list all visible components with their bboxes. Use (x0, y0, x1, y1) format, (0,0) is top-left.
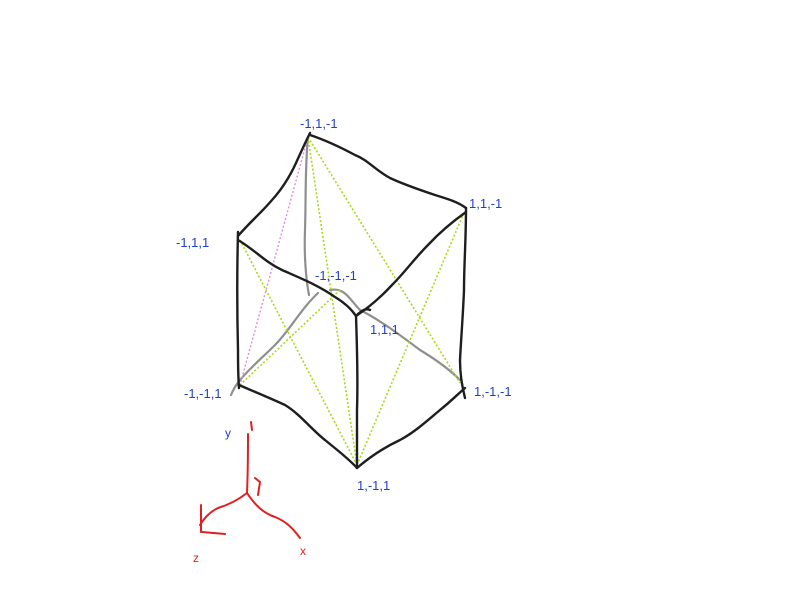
z-axis-tick (200, 504, 226, 535)
hidden-edge-back-to-lower-right (328, 288, 462, 382)
vertex-label-lower-left: -1,-1,1 (184, 386, 222, 401)
vertex-label-upper-right: 1,1,-1 (469, 196, 502, 211)
vertex-label-front-center: 1,1,1 (370, 322, 399, 337)
edge-front-notch (354, 308, 372, 318)
vertex-label-back-center: -1,-1,-1 (315, 268, 357, 283)
edge-upper-right-to-front (354, 210, 468, 318)
vertex-label-top: -1,1,-1 (300, 116, 338, 131)
y-axis-line (246, 433, 249, 494)
axes-gizmo: y x z (193, 421, 306, 565)
axis-origin-mark (254, 477, 261, 496)
hidden-edge-back-to-lower-left (229, 291, 320, 397)
vertex-labels: -1,1,-1 -1,1,1 1,1,-1 -1,-1,-1 1,1,1 -1,… (176, 116, 512, 493)
x-axis-line (246, 492, 301, 539)
diagonal-top-to-lower-left (239, 136, 309, 386)
y-axis-label: y (225, 426, 231, 440)
edge-top-to-upper-right (308, 133, 468, 210)
face-diagonals (239, 136, 464, 466)
z-axis-line (199, 492, 248, 526)
x-axis-label: x (300, 544, 306, 558)
diagonal-bottom-to-upper-right (356, 214, 464, 466)
vertex-label-bottom: 1,-1,1 (357, 478, 390, 493)
edge-upper-left-vertical (236, 230, 241, 390)
edge-upper-left-to-top (236, 131, 312, 238)
diagonal-top-to-bottom (307, 136, 358, 466)
vertex-label-upper-left: -1,1,1 (176, 235, 209, 250)
edge-upper-right-vertical (458, 206, 468, 400)
y-axis-tick (250, 421, 253, 431)
edge-bottom-to-lower-right (355, 386, 467, 470)
vertex-label-lower-right: 1,-1,-1 (474, 384, 512, 399)
z-axis-label: z (193, 551, 199, 565)
hidden-edge-top-to-back (303, 135, 311, 297)
diagonal-top-to-lower-right (307, 136, 461, 384)
front-edges (236, 131, 468, 470)
diagonal-lower-left-to-front (239, 289, 341, 386)
edge-lower-left-to-bottom (237, 383, 359, 470)
edge-upper-left-to-front (236, 238, 358, 318)
edge-front-vertical (354, 314, 359, 470)
hidden-edges (229, 135, 462, 397)
